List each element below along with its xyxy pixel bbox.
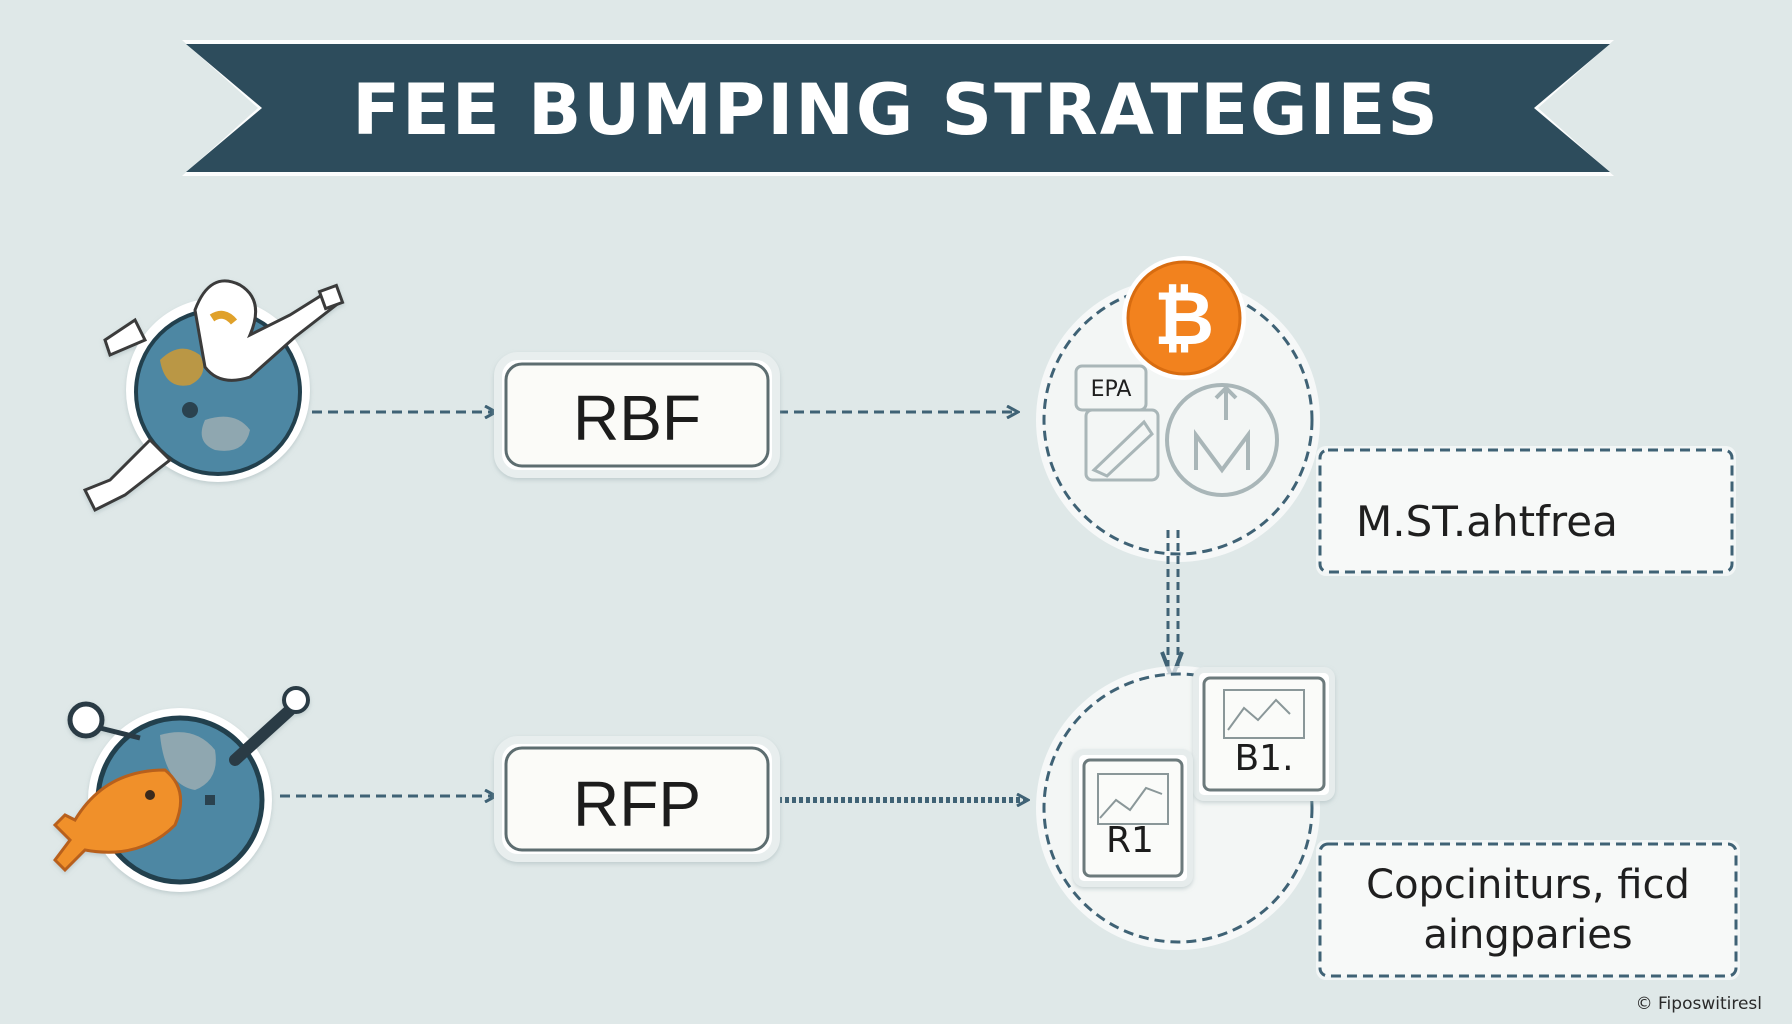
b1-label: B1. xyxy=(1234,738,1293,779)
rfp-node: RFP xyxy=(494,736,780,862)
rbf-hub: EPA ₿ xyxy=(1036,256,1320,562)
banner-ribbon xyxy=(186,44,1610,172)
rfp-note-line-2: aingparies xyxy=(1423,912,1632,958)
rfp-hub: B1. R1 xyxy=(1036,666,1335,950)
title-banner: FEE BUMPING STRATEGIES xyxy=(182,40,1614,176)
bitcoin-glyph: ₿ xyxy=(1154,276,1214,362)
rfp-label: RFP xyxy=(573,768,701,840)
astronaut-globe-icon xyxy=(82,279,345,513)
rbf-note-line-1: M.ST.ahtfrea xyxy=(1356,497,1618,546)
rfp-note-line-1: Copciniturs, ficd xyxy=(1366,862,1690,908)
rbf-note: M.ST.ahtfrea xyxy=(1316,446,1736,576)
r1-card: R1 xyxy=(1073,749,1193,887)
chart-card-icon xyxy=(1084,408,1160,482)
watermark: © Fiposwitiresl xyxy=(1635,994,1762,1014)
bitcoin-coin-icon: ₿ xyxy=(1122,256,1246,380)
epa-label: EPA xyxy=(1091,377,1132,402)
globe-fish-icon xyxy=(52,686,310,892)
rbf-label: RBF xyxy=(573,382,701,454)
rfp-note: Copciniturs, ficd aingparies xyxy=(1316,840,1740,980)
page-title: FEE BUMPING STRATEGIES xyxy=(352,69,1440,151)
down-arrow-circle-icon xyxy=(1165,383,1279,497)
rbf-node: RBF xyxy=(494,352,780,478)
b1-card: B1. xyxy=(1193,667,1335,801)
r1-label: R1 xyxy=(1106,820,1154,861)
